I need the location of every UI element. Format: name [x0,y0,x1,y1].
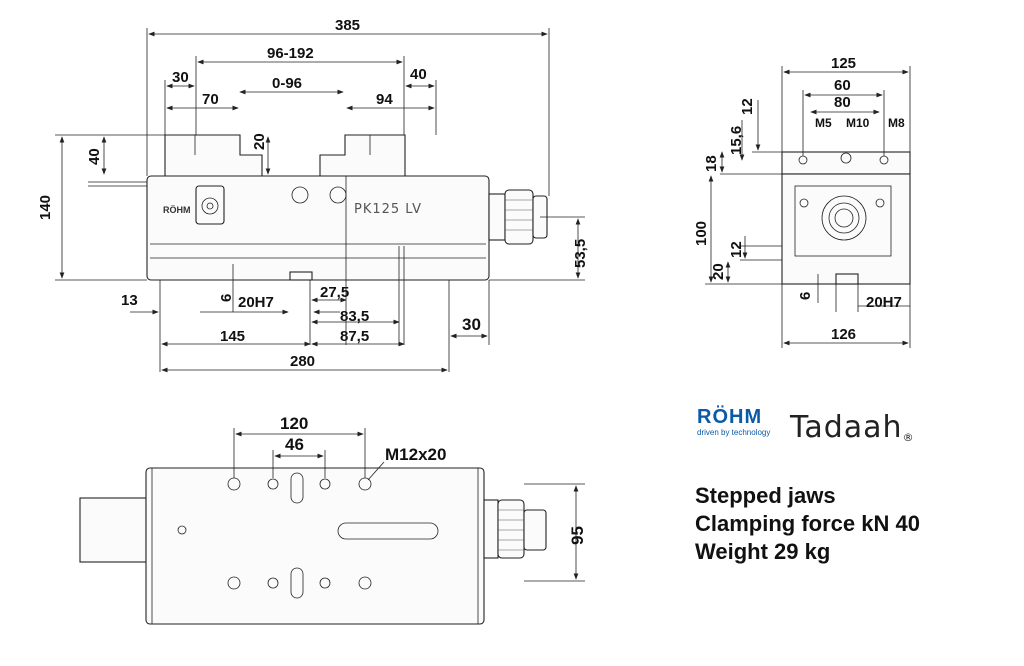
side-dim-base-width: 126 [831,326,856,343]
dim-overall-height: 140 [37,195,54,220]
dim-slot-pos-1: 27,5 [320,284,349,301]
rohm-logo: RÖHM driven by technology [697,406,787,446]
body-logo: RÖHM [163,205,191,215]
thread-m8: M8 [888,116,905,130]
dim-jaw-width-left: 30 [172,69,189,86]
dim-step-height: 20 [251,133,268,150]
top-dim-120: 120 [280,414,308,433]
thread-m5: M5 [815,116,832,130]
top-body [145,467,485,625]
side-dim-key-slot: 20H7 [866,294,902,311]
thread-m10: M10 [846,116,870,130]
tadaah-logo: Tadaah® [790,410,915,445]
side-view: 125 60 80 M5 M10 M8 12 15,6 18 100 12 20… [693,55,911,348]
tadaah-registered-mark: ® [902,431,915,444]
front-view: PK125 LV RÖHM 385 96-192 30 40 70 0-96 9… [37,17,589,373]
dim-slot-pos-2: 83,5 [340,308,369,325]
dim-slot-pos-3: 87,5 [340,328,369,345]
side-dim-width-top: 125 [831,55,856,72]
dim-jaw-travel: 96-192 [267,45,314,62]
model-marking: PK125 LV [354,202,422,217]
side-dim-body-height: 100 [693,221,710,246]
top-dim-thread: M12x20 [385,445,446,464]
spec-weight: Weight 29 kg [695,539,831,564]
top-dim-95: 95 [568,526,587,545]
side-dim-jaw-step: 15,6 [728,126,745,155]
side-body [781,173,911,285]
side-dim-slot-20: 20 [710,263,727,280]
dim-base-length: 280 [290,353,315,370]
dim-key-slot-depth: 6 [218,294,235,302]
side-dim-key-depth: 6 [797,292,814,300]
top-view: 120 46 M12x20 95 [79,414,587,625]
side-dim-jaw-top: 12 [739,98,756,115]
side-dim-60: 60 [834,77,851,94]
dim-offset-right: 94 [376,91,393,108]
dim-offset-left: 70 [202,91,219,108]
top-dim-46: 46 [285,435,304,454]
side-dim-18: 18 [703,155,720,172]
dim-handle-length: 30 [462,315,481,334]
top-rod-block [79,497,147,563]
spec-clamping-force: Clamping force kN 40 [695,511,920,536]
spec-jaws: Stepped jaws [695,483,836,508]
dim-overall-length: 385 [335,17,360,34]
dim-key-slot: 20H7 [238,294,274,311]
rohm-wordmark: RÖHM [697,406,763,428]
side-dim-80: 80 [834,94,851,111]
rohm-tagline: driven by technology [697,428,771,437]
dim-opening: 0-96 [272,75,302,92]
right-jaw [319,134,406,177]
dim-jaw-height: 40 [86,148,103,165]
spec-block: Stepped jaws Clamping force kN 40 Weight… [695,482,920,566]
left-jaw [164,134,263,177]
dim-handle-axis-height: 53,5 [572,239,589,268]
tadaah-wordmark: Tadaah [790,410,903,445]
side-dim-slot-12: 12 [728,241,745,258]
dim-base-left: 145 [220,328,245,345]
dim-jaw-width-right: 40 [410,66,427,83]
dim-left-offset: 13 [121,292,138,309]
